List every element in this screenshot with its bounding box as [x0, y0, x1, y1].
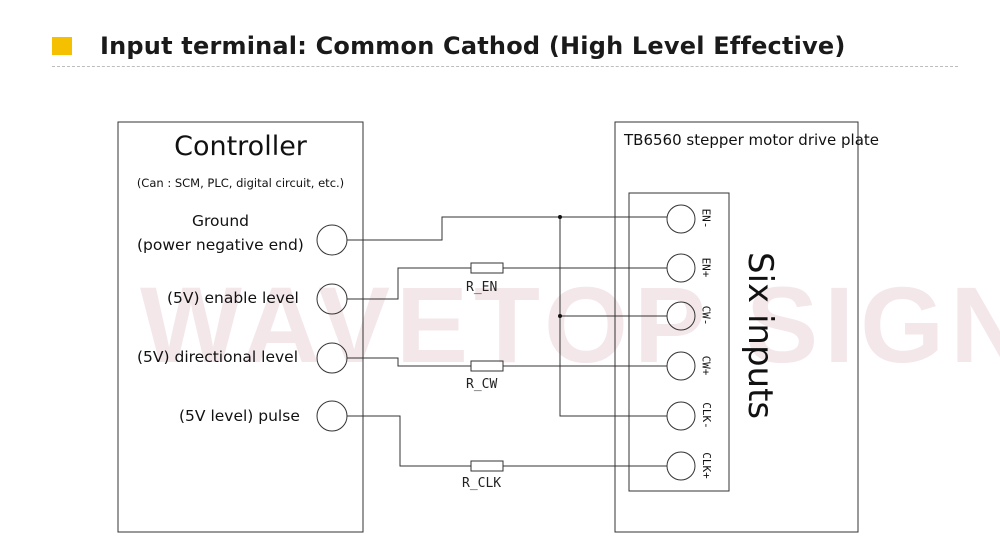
controller-subtitle: (Can : SCM, PLC, digital circuit, etc.) — [136, 176, 345, 190]
six-inputs-label: Six inputs — [740, 252, 780, 442]
title-divider — [52, 66, 958, 67]
label-direction: (5V) directional level — [137, 348, 299, 366]
driver-box — [614, 121, 859, 533]
driver-title: TB6560 stepper motor drive plate — [624, 131, 880, 149]
wire-direction-a — [347, 357, 471, 367]
controller-terminal-enable — [316, 283, 348, 315]
pin-label-cw-plus: CW+ — [699, 355, 713, 376]
controller-terminal-direction — [316, 342, 348, 374]
label-enable: (5V) enable level — [167, 289, 299, 307]
controller-terminal-pulse — [316, 400, 348, 432]
driver-terminal-en-plus — [666, 253, 696, 283]
driver-terminal-cw-minus — [666, 301, 696, 331]
controller-box — [117, 121, 364, 533]
resistor-r-cw — [470, 360, 504, 372]
pin-label-clk-minus: CLK- — [699, 402, 713, 429]
pin-label-en-minus: EN- — [699, 208, 713, 229]
title-accent-square — [52, 37, 72, 55]
watermark: WAVETOP SIGN — [140, 264, 1000, 385]
wire-common-bus — [559, 217, 667, 417]
driver-terminal-clk-minus — [666, 401, 696, 431]
label-ground: Ground — [192, 212, 250, 230]
resistor-label-r-en: R_EN — [466, 280, 498, 295]
wire-enable-a — [347, 267, 471, 300]
pin-label-clk-plus: CLK+ — [699, 452, 713, 479]
driver-terminal-clk-plus — [666, 451, 696, 481]
resistor-r-clk — [470, 460, 504, 472]
label-pulse: (5V level) pulse — [179, 407, 300, 425]
wire-ground — [347, 216, 667, 241]
six-inputs-text: Six inputs — [740, 252, 780, 420]
wire-pulse-a — [347, 415, 471, 467]
pin-label-en-plus: EN+ — [699, 257, 713, 278]
junction-dot — [558, 314, 562, 318]
terminal-block — [628, 192, 730, 492]
controller-terminal-ground — [316, 224, 348, 256]
pin-label-cw-minus: CW- — [699, 305, 713, 326]
resistor-label-r-clk: R_CLK — [462, 476, 502, 491]
driver-terminal-cw-plus — [666, 351, 696, 381]
junction-dot — [558, 215, 562, 219]
driver-terminal-en-minus — [666, 204, 696, 234]
resistor-r-en — [470, 262, 504, 274]
resistor-label-r-cw: R_CW — [466, 377, 498, 392]
label-ground-sub: (power negative end) — [137, 236, 304, 254]
header: Input terminal: Common Cathod (High Leve… — [52, 28, 846, 64]
controller-title: Controller — [174, 131, 307, 162]
page-title: Input terminal: Common Cathod (High Leve… — [100, 32, 846, 60]
